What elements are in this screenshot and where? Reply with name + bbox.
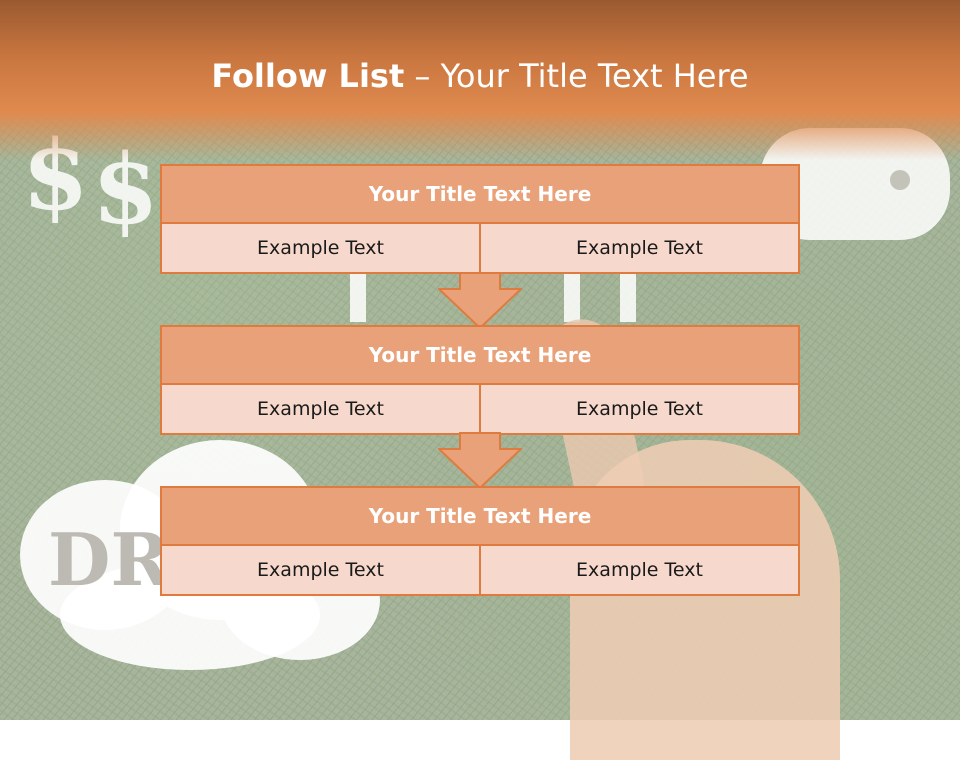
step-cell-left: Example Text [257,559,384,581]
step-cell-left: Example Text [257,237,384,259]
step-title: Your Title Text Here [162,488,798,546]
step-row: Example Text Example Text [162,546,798,594]
step-title: Your Title Text Here [162,327,798,385]
step-title: Your Title Text Here [162,166,798,224]
key-tooth-decoration [620,268,636,322]
step-row: Example Text Example Text [162,224,798,272]
key-tooth-decoration [564,268,580,322]
key-hole-decoration [890,170,910,190]
step-cell-right: Example Text [479,385,798,433]
slide-title: Follow List – Your Title Text Here [0,52,960,100]
slide-title-bold: Follow List [211,57,405,95]
step-box-1: Your Title Text Here Example Text Exampl… [160,164,800,274]
cloud-lettering: DR [48,517,171,602]
slide-title-rest: – Your Title Text Here [404,57,749,95]
step-box-3: Your Title Text Here Example Text Exampl… [160,486,800,596]
step-box-2: Your Title Text Here Example Text Exampl… [160,325,800,435]
step-cell-right: Example Text [479,224,798,272]
key-tooth-decoration [350,268,366,322]
step-cell-left: Example Text [257,398,384,420]
step-cell-right: Example Text [479,546,798,594]
step-row: Example Text Example Text [162,385,798,433]
title-band [0,0,960,160]
down-arrow-icon [438,272,522,330]
down-arrow-icon [438,432,522,490]
